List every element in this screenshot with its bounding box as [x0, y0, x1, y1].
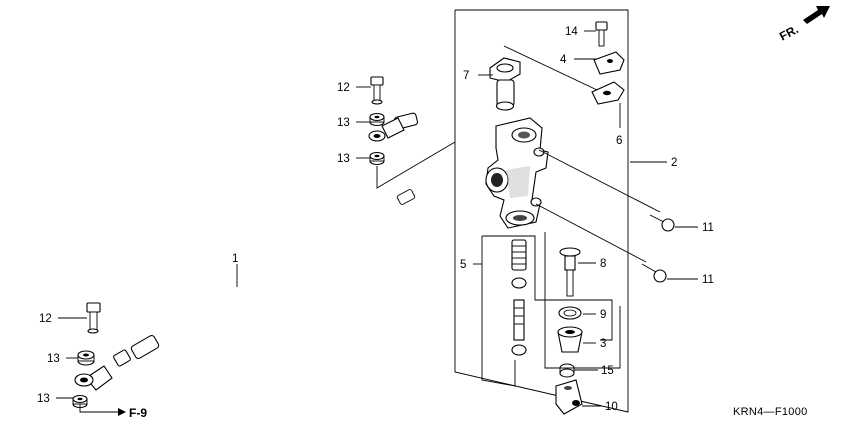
lock-nut	[559, 363, 575, 378]
brake-hose	[74, 112, 447, 391]
callout-11-lower: 11	[702, 274, 714, 286]
mounting-bolt-lower	[641, 263, 667, 283]
callout-13-upper-2: 13	[337, 153, 350, 165]
callout-1: 1	[232, 253, 238, 265]
upper-banjo-bolt	[370, 76, 384, 105]
callout-15: 15	[601, 365, 614, 377]
callout-2: 2	[671, 157, 677, 169]
assembly-frame	[454, 9, 629, 413]
callout-9: 9	[600, 309, 606, 321]
master-cylinder-body	[485, 117, 549, 229]
reservoir-cap	[593, 51, 625, 75]
upper-washer-1	[369, 112, 385, 127]
callout-12-upper: 12	[337, 82, 350, 94]
diagram-code: KRN4—F1000	[733, 406, 808, 418]
front-label: FR.	[777, 22, 801, 43]
push-rod-joint	[555, 379, 583, 415]
mounting-bolt-upper	[649, 214, 675, 232]
reservoir-joint	[489, 57, 521, 111]
lower-washer-1	[77, 350, 95, 366]
callout-4: 4	[560, 54, 567, 66]
push-rod	[559, 247, 581, 297]
reference-label: F-9	[129, 406, 147, 420]
callouts: 1 2 3 4 5 6 7 8 9 10 11 11 12 12 13 13 1…	[37, 26, 714, 413]
callout-13-lower-2: 13	[37, 393, 50, 405]
cap-bolt	[595, 21, 608, 47]
callout-11-upper: 11	[702, 222, 714, 234]
reservoir-gasket	[591, 81, 625, 105]
callout-10: 10	[605, 401, 618, 413]
callout-8: 8	[600, 258, 606, 270]
snap-ring	[558, 306, 582, 320]
piston	[511, 299, 527, 356]
front-direction-arrow: FR.	[777, 6, 830, 44]
leader-lines	[56, 30, 698, 407]
callout-3: 3	[600, 338, 606, 350]
push-rod-boot	[557, 326, 583, 353]
callout-14: 14	[565, 26, 578, 38]
upper-washer-2	[369, 151, 385, 166]
piston-spring	[511, 239, 527, 289]
callout-13-upper-1: 13	[337, 117, 350, 129]
callout-7: 7	[463, 70, 469, 82]
callout-13-lower-1: 13	[47, 353, 60, 365]
lower-banjo-bolt	[86, 302, 101, 334]
callout-5: 5	[460, 259, 466, 271]
callout-6: 6	[616, 135, 622, 147]
callout-12-lower: 12	[39, 313, 52, 325]
